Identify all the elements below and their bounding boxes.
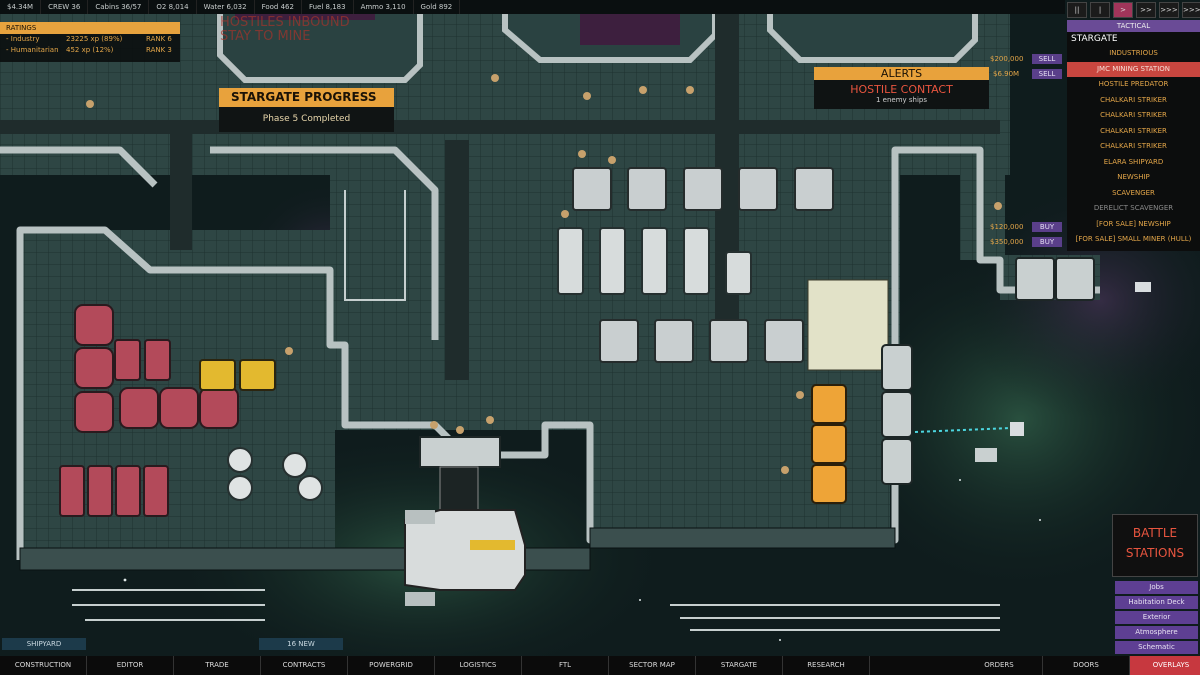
overlay-schematic[interactable]: Schematic	[1115, 641, 1198, 654]
speed-1-button[interactable]: >	[1113, 2, 1133, 18]
menu-powergrid[interactable]: POWERGRID	[348, 656, 435, 675]
overlay-habitation-deck[interactable]: Habitation Deck	[1115, 596, 1198, 609]
tactical-header: TACTICAL	[1067, 20, 1200, 32]
menu-orders[interactable]: ORDERS	[956, 656, 1043, 675]
tactical-item[interactable]: [FOR SALE] NEWSHIP	[1096, 219, 1171, 228]
gold-readout: Gold 892	[414, 0, 461, 14]
tactical-item[interactable]: INDUSTRIOUS	[1109, 49, 1158, 57]
tactical-item[interactable]: NEWSHIP	[1117, 173, 1150, 181]
alert-detail: 1 enemy ships	[875, 96, 928, 104]
overlay-jobs[interactable]: Jobs	[1115, 581, 1198, 594]
menu-logistics[interactable]: LOGISTICS	[435, 656, 522, 675]
tactical-item[interactable]: JMC MINING STATION	[1067, 61, 1200, 77]
menu-trade[interactable]: TRADE	[174, 656, 261, 675]
overlay-exterior[interactable]: Exterior	[1115, 611, 1198, 624]
buy-button[interactable]: BUY	[1032, 237, 1062, 247]
speed-4-button[interactable]: >>>>	[1182, 2, 1200, 18]
tactical-item[interactable]: CHALKARI STRIKER	[1100, 111, 1167, 119]
menu-spacer	[870, 656, 956, 675]
tactical-item[interactable]: CHALKARI STRIKER	[1100, 95, 1167, 104]
cabins-readout: Cabins 36/57	[88, 0, 150, 14]
rating-xp: 452 xp (12%)	[66, 46, 114, 54]
alerts-title: ALERTS	[814, 67, 989, 80]
new-items-tab[interactable]: 16 NEW	[259, 638, 343, 650]
menu-overlays[interactable]: OVERLAYS	[1130, 656, 1200, 675]
ratings-title: RATINGS	[0, 22, 180, 34]
background-alert-text: HOSTILES INBOUND STAY TO MINE	[220, 16, 350, 44]
tactical-item[interactable]: ELARA SHIPYARD	[1103, 157, 1164, 166]
menu-editor[interactable]: EDITOR	[87, 656, 174, 675]
water-readout: Water 6,032	[197, 0, 255, 14]
background-alert-line: STAY TO MINE	[220, 29, 311, 44]
alert-item[interactable]: HOSTILE CONTACT 1 enemy ships	[814, 80, 989, 109]
rating-rank: RANK 3	[146, 46, 172, 54]
rating-rank: RANK 6	[146, 35, 172, 43]
rating-row: - Humanitarian 452 xp (12%) RANK 3	[0, 45, 180, 56]
sell-button[interactable]: SELL	[1032, 69, 1062, 79]
step-button[interactable]: |	[1090, 2, 1110, 18]
tactical-item[interactable]: CHALKARI STRIKER	[1100, 142, 1167, 150]
tactical-item[interactable]: SCAVENGER	[1112, 188, 1155, 197]
trade-price: $6.90M	[993, 70, 1020, 78]
food-readout: Food 462	[255, 0, 302, 14]
stargate-progress-title: STARGATE PROGRESS	[219, 88, 394, 107]
speed-3-button[interactable]: >>>	[1159, 2, 1179, 18]
tactical-item[interactable]: CHALKARI STRIKER	[1100, 126, 1167, 135]
menu-construction[interactable]: CONSTRUCTION	[0, 656, 87, 675]
rating-xp: 23225 xp (89%)	[66, 35, 123, 43]
money-readout: $4.34M	[0, 0, 42, 14]
menu-doors[interactable]: DOORS	[1043, 656, 1130, 675]
menu-ftl[interactable]: FTL	[522, 656, 609, 675]
trade-price: $200,000	[990, 55, 1024, 63]
battle-stations-line: STATIONS	[1125, 546, 1185, 560]
menu-contracts[interactable]: CONTRACTS	[261, 656, 348, 675]
pause-button[interactable]: ||	[1067, 2, 1087, 18]
bottom-menu-bar: CONSTRUCTION EDITOR TRADE CONTRACTS POWE…	[0, 656, 1200, 675]
tactical-selected[interactable]: STARGATE	[1071, 34, 1118, 44]
rating-name: - Humanitarian	[6, 46, 59, 54]
o2-readout: O2 8,014	[149, 0, 197, 14]
rating-row: - Industry 23225 xp (89%) RANK 6	[0, 34, 180, 45]
stargate-progress-panel[interactable]: STARGATE PROGRESS Phase 5 Completed	[219, 88, 394, 132]
overlay-atmosphere[interactable]: Atmosphere	[1115, 626, 1198, 639]
alerts-panel[interactable]: ALERTS HOSTILE CONTACT 1 enemy ships	[814, 67, 989, 109]
crew-readout: CREW 36	[41, 0, 89, 14]
menu-stargate[interactable]: STARGATE	[696, 656, 783, 675]
shipyard-tab[interactable]: SHIPYARD	[2, 638, 86, 650]
speed-2-button[interactable]: >>	[1136, 2, 1156, 18]
battle-stations-button[interactable]: BATTLE STATIONS	[1112, 514, 1198, 577]
trade-price: $120,000	[990, 223, 1024, 231]
resource-bar: $4.34M CREW 36 Cabins 36/57 O2 8,014 Wat…	[0, 0, 1065, 14]
sell-button[interactable]: SELL	[1032, 54, 1062, 64]
tactical-item[interactable]: [FOR SALE] SMALL MINER (HULL)	[1075, 235, 1192, 243]
fuel-readout: Fuel 8,183	[302, 0, 354, 14]
tactical-panel: TACTICAL STARGATE INDUSTRIOUS JMC MINING…	[1067, 20, 1200, 251]
trade-price: $350,000	[990, 238, 1024, 246]
ratings-panel: RATINGS - Industry 23225 xp (89%) RANK 6…	[0, 22, 180, 62]
buy-button[interactable]: BUY	[1032, 222, 1062, 232]
tactical-item[interactable]: DERELICT SCAVENGER	[1093, 204, 1174, 212]
menu-sector-map[interactable]: SECTOR MAP	[609, 656, 696, 675]
tactical-item[interactable]: HOSTILE PREDATOR	[1098, 80, 1169, 88]
battle-stations-line: BATTLE	[1132, 526, 1178, 540]
rating-name: - Industry	[6, 35, 40, 43]
background-alert-line: HOSTILES INBOUND	[220, 15, 350, 30]
stargate-progress-status: Phase 5 Completed	[219, 107, 394, 132]
menu-research[interactable]: RESEARCH	[783, 656, 870, 675]
ammo-readout: Ammo 3,110	[354, 0, 414, 14]
alert-heading: HOSTILE CONTACT	[850, 83, 953, 96]
speed-controls: || | > >> >>> >>>>	[1067, 2, 1200, 18]
